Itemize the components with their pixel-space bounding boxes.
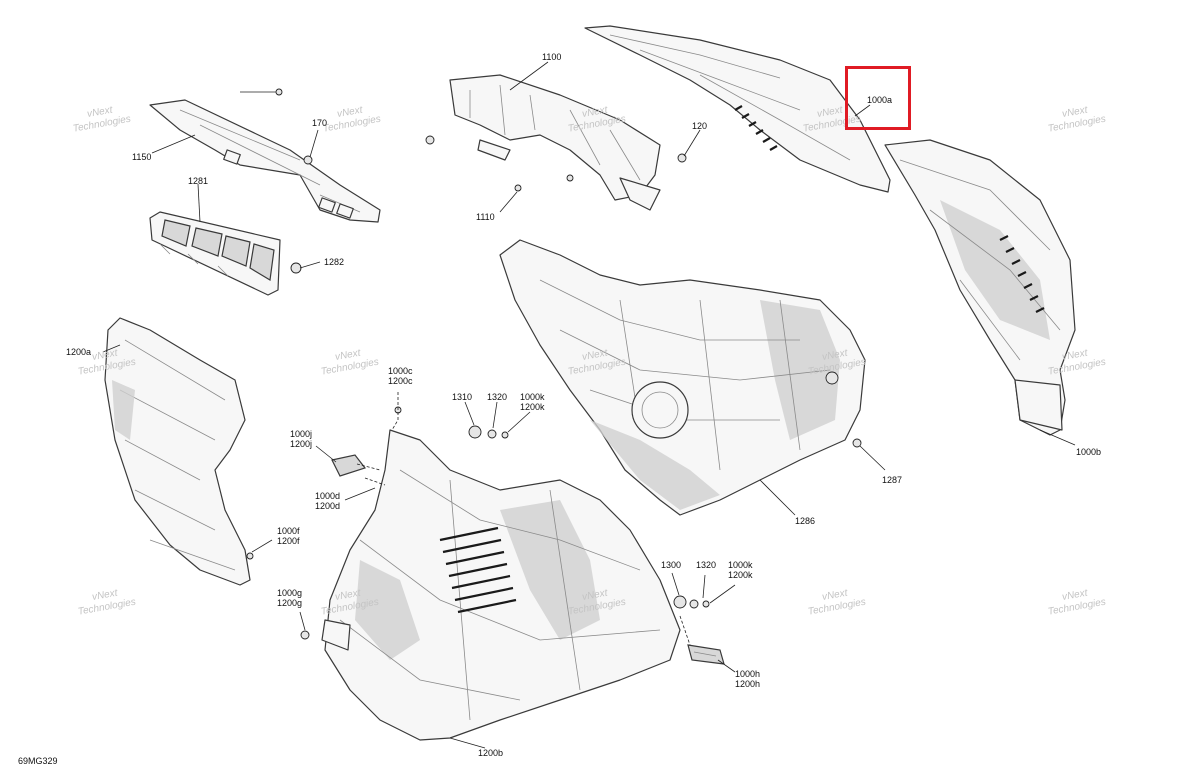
callout-label: 170 xyxy=(312,118,328,128)
hardware-fasteners xyxy=(246,88,862,640)
part-1000a-side-panel xyxy=(584,25,891,193)
callout-1320-bottom[interactable]: 1320 xyxy=(696,560,716,570)
callout-label: 1287 xyxy=(882,475,903,485)
callout-label-1: 1000j xyxy=(290,429,313,439)
callout-1300[interactable]: 1300 xyxy=(661,560,681,570)
part-1200a-side-panel xyxy=(104,317,251,586)
callout-label: 1200b xyxy=(478,748,504,758)
callout-label-1: 1000c xyxy=(388,366,413,376)
part-1100-bracket xyxy=(449,74,661,211)
callout-170[interactable]: 170 xyxy=(312,118,327,128)
part-1000j-clip xyxy=(331,454,366,477)
callout-label-2: 1200f xyxy=(277,536,300,546)
callout-1286[interactable]: 1286 xyxy=(795,516,815,526)
highlight-box-1000a xyxy=(845,66,911,130)
part-1281-vent-grille xyxy=(149,211,281,296)
callout-label-1: 1000k xyxy=(520,392,545,402)
callout-label-1: 1000f xyxy=(277,526,300,536)
callout-label: 1320 xyxy=(487,392,508,402)
callout-label: 1150 xyxy=(132,152,152,162)
callout-1150[interactable]: 1150 xyxy=(132,152,151,162)
diagram-code: 69MG329 xyxy=(18,756,58,766)
callout-1000a[interactable]: 1000a xyxy=(867,95,892,105)
callout-1287[interactable]: 1287 xyxy=(882,475,902,485)
callout-label: 1310 xyxy=(452,392,473,402)
callout-1310[interactable]: 1310 xyxy=(452,392,472,402)
part-1150-bracket xyxy=(149,99,381,223)
callout-1100[interactable]: 1100 xyxy=(542,52,561,62)
callout-label-2: 1200c xyxy=(388,376,413,386)
callout-label-2: 1200g xyxy=(277,598,303,608)
callout-label: 1286 xyxy=(795,516,816,526)
callout-1282[interactable]: 1282 xyxy=(324,257,344,267)
callout-label: 1320 xyxy=(696,560,717,570)
callout-120[interactable]: 120 xyxy=(692,121,707,131)
callout-label-1: 1000h xyxy=(735,669,761,679)
callout-label: 1000a xyxy=(867,95,893,105)
callout-label-2: 1200h xyxy=(735,679,761,689)
part-1000h-badge xyxy=(687,644,725,665)
part-1000b-side-panel xyxy=(884,139,1076,436)
callout-1000b[interactable]: 1000b xyxy=(1076,447,1101,457)
vent-slats xyxy=(439,526,517,614)
callout-label: 1110 xyxy=(476,212,495,222)
callout-label: 120 xyxy=(692,121,708,131)
callout-label-1: 1000d xyxy=(315,491,341,501)
callout-label-2: 1200d xyxy=(315,501,341,511)
callout-label-2: 1200k xyxy=(728,570,753,580)
callout-1320-top[interactable]: 1320 xyxy=(487,392,507,402)
callout-label: 1200a xyxy=(66,347,92,357)
callout-label-2: 1200j xyxy=(290,439,313,449)
part-1286-center-panel xyxy=(499,239,866,516)
part-1200b-lower-panel xyxy=(321,429,681,741)
callout-leader-lines xyxy=(102,61,1076,749)
callout-label: 1000b xyxy=(1076,447,1102,457)
callout-1200b[interactable]: 1200b xyxy=(478,748,503,758)
callout-label: 1300 xyxy=(661,560,682,570)
callout-label: 1281 xyxy=(188,176,209,186)
callout-1110[interactable]: 1110 xyxy=(476,212,495,222)
callout-1281[interactable]: 1281 xyxy=(188,176,208,186)
callout-label-2: 1200k xyxy=(520,402,545,412)
callout-label-1: 1000g xyxy=(277,588,303,598)
callout-label-1: 1000k xyxy=(728,560,753,570)
callout-label: 1100 xyxy=(542,52,562,62)
callout-1200a[interactable]: 1200a xyxy=(66,347,91,357)
callout-label: 1282 xyxy=(324,257,345,267)
